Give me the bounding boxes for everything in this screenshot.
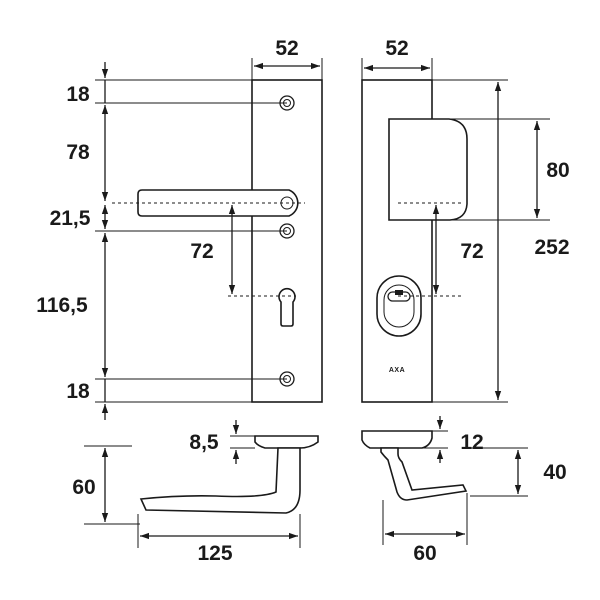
handle-length-label: 125 [197, 542, 232, 565]
handle-to-hole-label: 21,5 [50, 207, 91, 230]
handle-lever-profile [139, 447, 301, 514]
handle-top-view: 8,5 60 125 [72, 420, 319, 565]
front-keyhole [278, 287, 296, 327]
bottom-hole-offset-label: 18 [66, 380, 90, 403]
front-backplate [251, 79, 323, 403]
side-view: AXA 52 80 252 72 [361, 37, 570, 403]
handle-projection-label: 60 [72, 476, 95, 499]
cover-height-label: 80 [546, 159, 569, 182]
cylinder-escutcheon [376, 275, 422, 337]
side-lever-profile [380, 447, 468, 501]
plate-height-label: 252 [534, 236, 569, 259]
side-width-label: 60 [413, 542, 436, 565]
side-handle-to-cylinder-label: 72 [460, 240, 483, 263]
handle-cover [388, 118, 468, 221]
handle-rose [254, 435, 319, 449]
handle-rose-thickness-label: 8,5 [189, 431, 219, 454]
side-rose-thickness-label: 12 [460, 431, 483, 454]
side-rose [361, 430, 433, 449]
hole-to-cylinder-label: 116,5 [36, 294, 88, 317]
front-view: 52 18 78 21,5 116,5 18 72 [36, 37, 323, 420]
front-width-label: 52 [275, 37, 298, 60]
hole-to-handle-label: 78 [66, 141, 90, 164]
brand-logo: AXA [389, 367, 405, 374]
side-width-label: 52 [385, 37, 408, 60]
side-projection-label: 40 [543, 461, 566, 484]
handle-side-view: 12 40 60 [361, 416, 567, 565]
top-hole-offset-label: 18 [66, 83, 90, 106]
front-handle-to-cylinder-label: 72 [190, 240, 213, 263]
